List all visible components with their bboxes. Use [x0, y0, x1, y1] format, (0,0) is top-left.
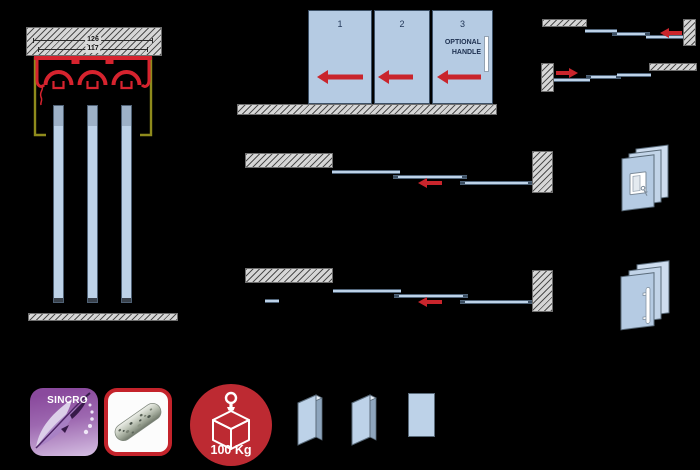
max-weight-badge: 100 Kg [190, 384, 272, 466]
panel-line [265, 299, 279, 303]
panel-line [460, 300, 533, 304]
flush-lock-icon [629, 171, 648, 196]
elevation-panel-2: 2 [374, 10, 430, 104]
wall-hatch-block [542, 19, 587, 27]
wall-hatch-block [532, 270, 553, 312]
elevation-panel-3: 3 [432, 10, 493, 104]
glass-slab-icon [351, 394, 377, 446]
dimension-outer: 126 [33, 36, 153, 44]
optional-handle-line2: HANDLE [451, 48, 481, 56]
stacked-panels-handle-detail [620, 260, 670, 331]
glass-panel-section-1 [53, 105, 64, 303]
dimension-outer-label: 126 [85, 36, 101, 44]
panel-line [332, 170, 400, 174]
glass-pane-icon [408, 393, 435, 437]
pull-handle-icon [642, 287, 651, 324]
wall-hatch-block [683, 19, 696, 46]
dimension-inner: 117 [38, 45, 148, 53]
glass-panel-section-2 [87, 105, 98, 303]
wall-hatch-block [649, 63, 697, 71]
feather-icon [35, 392, 94, 449]
panel-line [586, 75, 621, 79]
panel-3-number: 3 [459, 19, 465, 29]
steel-roller-badge [104, 388, 172, 456]
panel-line [617, 73, 651, 77]
floor-hatch-strip [237, 104, 497, 115]
panel-line [460, 181, 533, 185]
pull-handle-icon [484, 36, 489, 72]
panel-1-number: 1 [337, 19, 343, 29]
dimension-inner-label: 117 [85, 45, 101, 53]
floor-hatch-strip [28, 313, 178, 321]
glass-panel-section-3 [121, 105, 132, 303]
glass-slab-icon [297, 394, 323, 446]
optional-handle-line1: OPTIONAL [444, 39, 481, 46]
optional-handle-label: OPTIONAL HANDLE [441, 38, 481, 58]
track-profile-cross-section [33, 56, 153, 137]
wall-hatch-block [541, 63, 554, 92]
wall-hatch-block [532, 151, 553, 193]
sincro-badge: SINCRO [30, 388, 98, 456]
elevation-panel-1: 1 [308, 10, 372, 104]
left-arrow-icon [418, 296, 442, 307]
max-weight-label: 100 Kg [210, 443, 252, 457]
stacked-panels-lock-detail [621, 144, 669, 212]
steel-roller-icon [114, 403, 162, 441]
hanging-cube-icon [212, 391, 250, 450]
wall-hatch-block [245, 268, 333, 283]
panel-line [333, 289, 401, 293]
panel-line [585, 29, 617, 33]
sincro-label: SINCRO [47, 395, 88, 406]
panel-line [554, 78, 590, 82]
wall-hatch-block [245, 153, 333, 168]
panel-2-number: 2 [399, 19, 405, 29]
panel-line [612, 32, 650, 36]
